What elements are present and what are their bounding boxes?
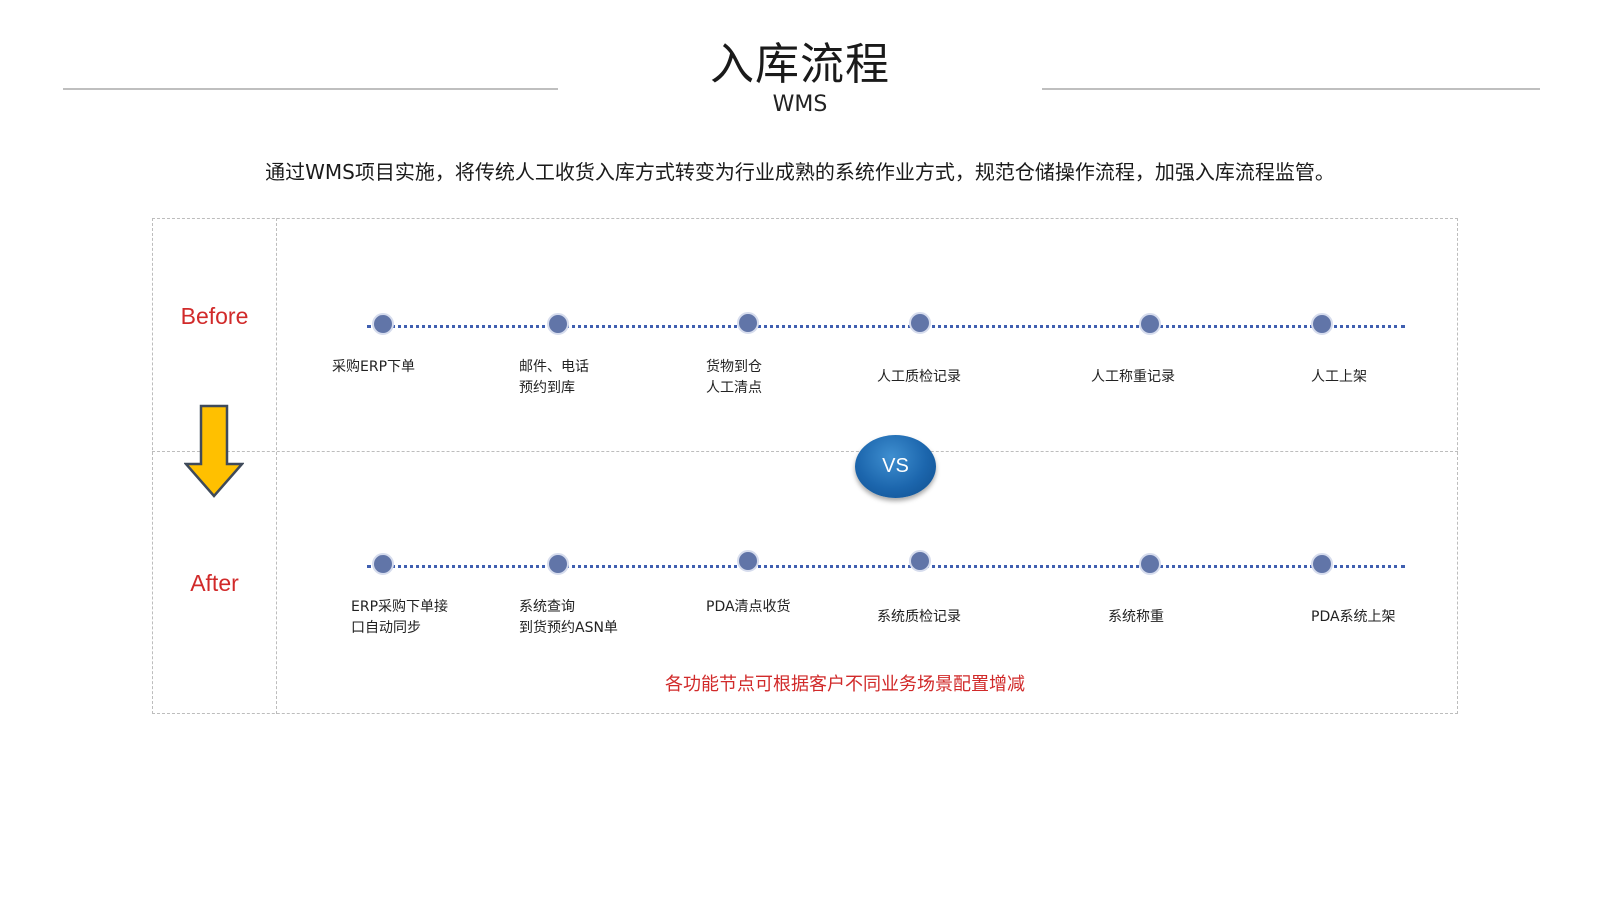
- after-step-node: [372, 553, 394, 575]
- after-step-node: [737, 550, 759, 572]
- after-step-node: [1311, 553, 1333, 575]
- before-step-node: [737, 312, 759, 334]
- after-label: After: [190, 570, 239, 596]
- after-step-label: ERP采购下单接 口自动同步: [351, 599, 449, 636]
- before-step-node: [1311, 313, 1333, 335]
- before-step-label: 人工上架: [1311, 369, 1367, 385]
- after-step-label: PDA清点收货: [706, 599, 791, 615]
- vs-badge: VS: [855, 435, 936, 498]
- configuration-note: 各功能节点可根据客户不同业务场景配置增减: [665, 674, 1025, 695]
- before-step-node: [547, 313, 569, 335]
- before-label: Before: [180, 303, 249, 329]
- before-step-label: 邮件、电话 预约到库: [519, 359, 589, 396]
- page-subtitle: WMS: [772, 92, 828, 117]
- before-step-label: 人工质检记录: [877, 369, 961, 385]
- down-arrow-icon: [184, 404, 244, 498]
- page-title: 入库流程: [710, 39, 890, 90]
- title-divider-right: [1042, 88, 1540, 90]
- comparison-frame: [152, 218, 1458, 714]
- title-divider-left: [63, 88, 558, 90]
- before-step-label: 货物到仓 人工清点: [706, 359, 762, 396]
- after-step-node: [547, 553, 569, 575]
- before-step-node: [909, 312, 931, 334]
- before-step-label: 采购ERP下单: [332, 359, 416, 375]
- after-step-label: 系统查询 到货预约ASN单: [519, 599, 618, 636]
- after-timeline: [367, 565, 1405, 568]
- before-step-node: [372, 313, 394, 335]
- after-step-label: PDA系统上架: [1311, 609, 1396, 625]
- after-step-node: [1139, 553, 1161, 575]
- label-column-divider: [276, 218, 277, 714]
- before-step-node: [1139, 313, 1161, 335]
- before-timeline: [367, 325, 1405, 328]
- page-description: 通过WMS项目实施，将传统人工收货入库方式转变为行业成熟的系统作业方式，规范仓储…: [265, 160, 1335, 184]
- after-step-node: [909, 550, 931, 572]
- row-divider: [152, 451, 1458, 452]
- after-step-label: 系统质检记录: [877, 609, 961, 625]
- before-step-label: 人工称重记录: [1091, 369, 1175, 385]
- after-step-label: 系统称重: [1108, 609, 1164, 625]
